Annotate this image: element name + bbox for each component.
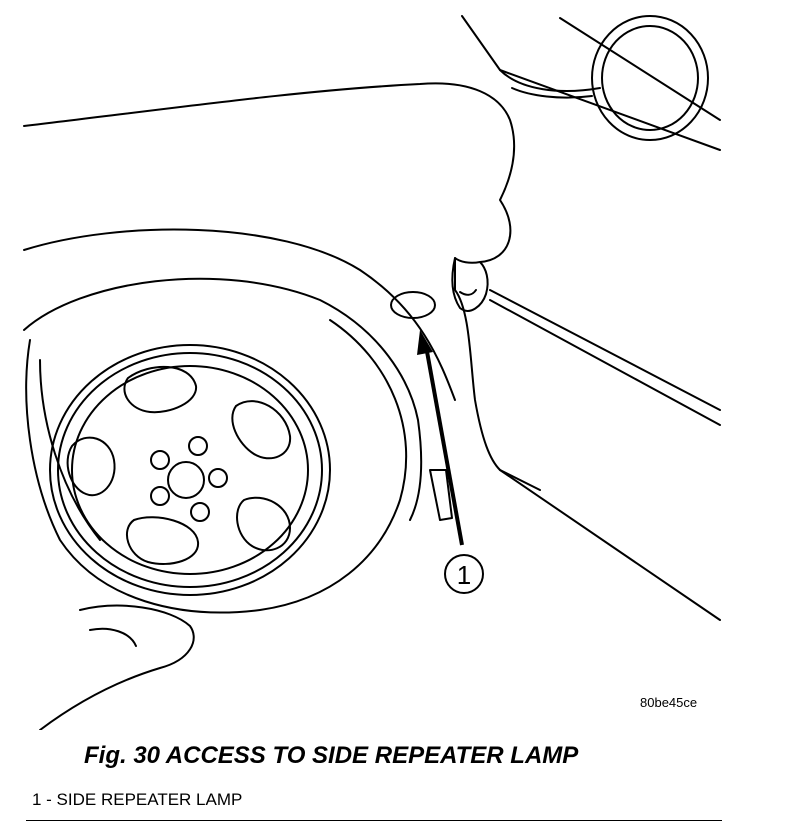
fender-lower-edge: [499, 469, 721, 621]
callout-1: 1: [444, 554, 484, 594]
wheel-hub: [167, 461, 205, 499]
callout-arrow: [417, 330, 464, 546]
windshield-pillar: [499, 69, 721, 151]
windshield-edge: [559, 17, 721, 121]
callout-number: 1: [457, 560, 471, 590]
wheel-rim-outer: [49, 344, 331, 596]
repeater-lamp-lens: [390, 291, 436, 319]
side-repeater-lamp-illustration: 1: [23, 15, 721, 730]
spoke-window: [123, 365, 198, 414]
divider: [26, 820, 722, 821]
hood-windshield-line: [461, 15, 601, 92]
hand-lower: [39, 604, 195, 730]
body-crease-line-2: [489, 299, 721, 426]
figure-caption: Fig. 30 ACCESS TO SIDE REPEATER LAMP: [84, 742, 579, 769]
mud-flap: [429, 469, 453, 521]
fender-flare: [23, 228, 456, 401]
side-mirror: [591, 15, 709, 141]
body-crease-line: [489, 289, 721, 411]
fender-outline: [23, 82, 541, 491]
wheel-arch: [23, 277, 423, 521]
legend-item: 1 - SIDE REPEATER LAMP: [32, 790, 243, 809]
hand-upper: [451, 257, 489, 312]
tire-outer: [25, 319, 408, 614]
image-code: 80be45ce: [640, 695, 698, 710]
